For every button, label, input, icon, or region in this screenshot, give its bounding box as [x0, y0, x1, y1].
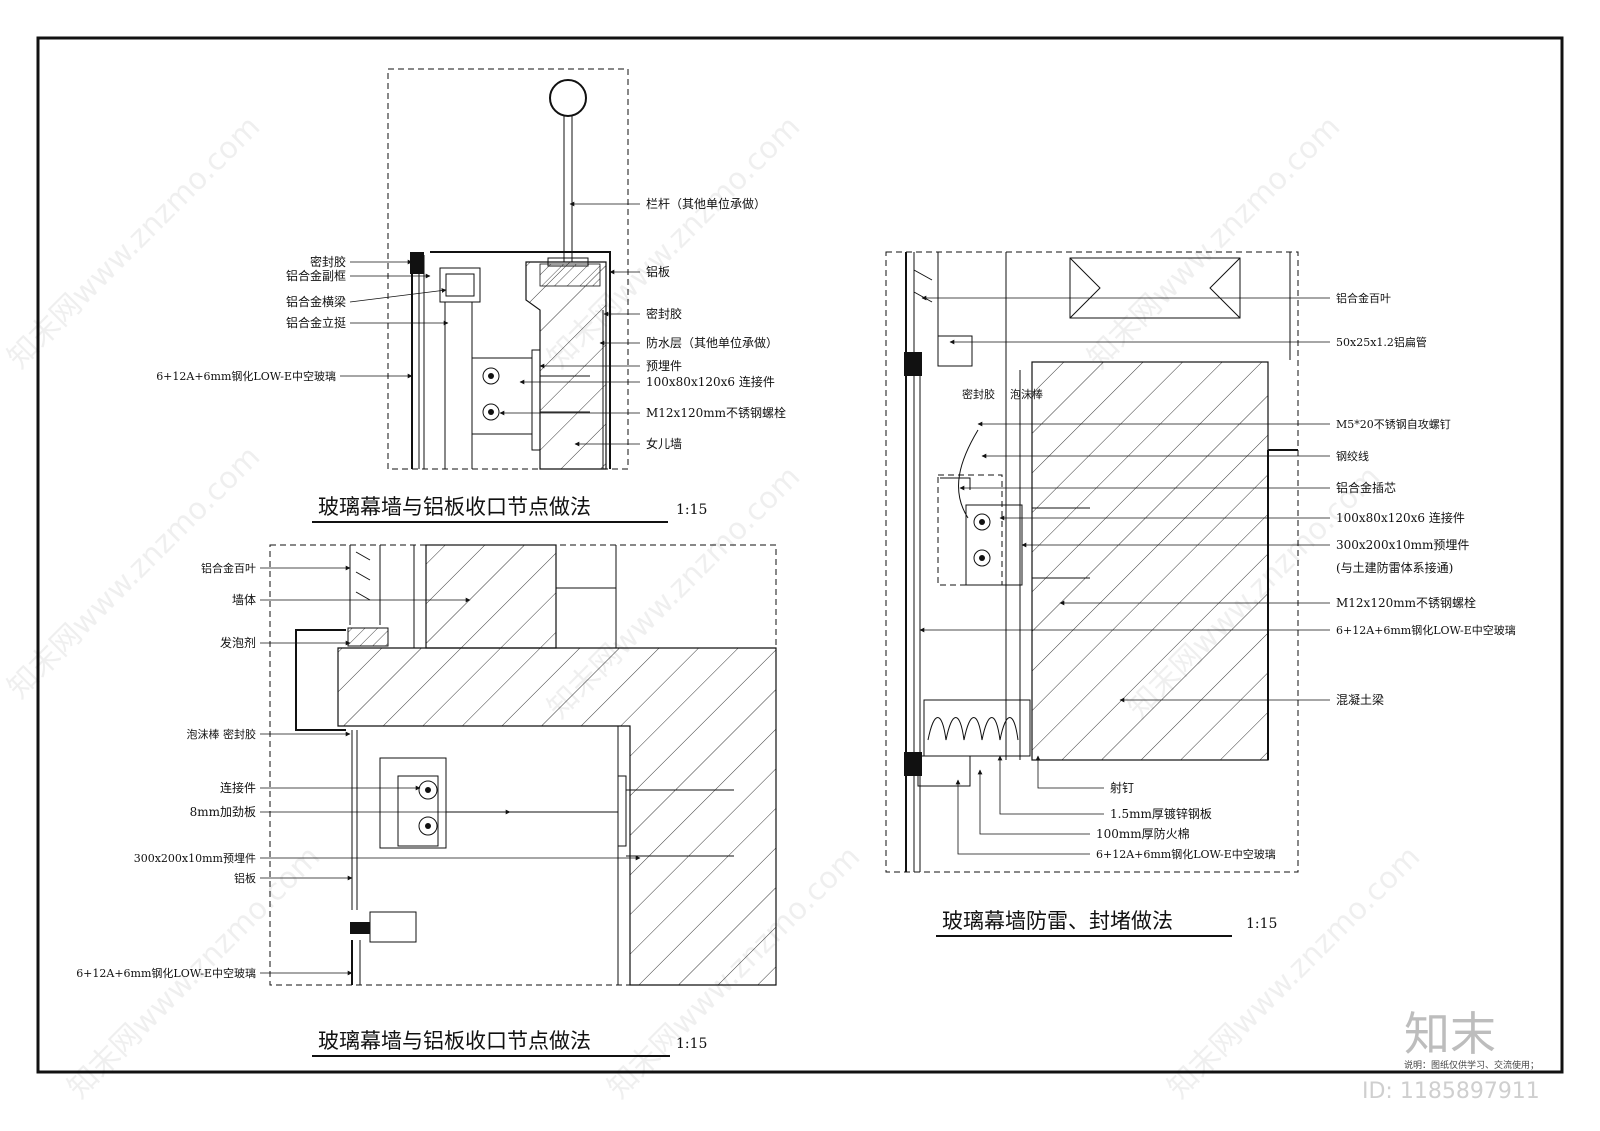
detail-a-label-connector: 100x80x120x6 连接件 — [646, 374, 775, 389]
detail-c-label-sealant: 密封胶 — [962, 387, 995, 401]
footer-note: 说明：图纸仅供学习、交流使用； — [1404, 1059, 1539, 1071]
detail-b-title: 玻璃幕墙与铝板收口节点做法 — [318, 1029, 591, 1053]
detail-c-label-glass-b: 6+12A+6mm钢化LOW-E中空玻璃 — [1096, 847, 1276, 861]
detail-a-label-waterproof: 防水层（其他单位承做） — [646, 335, 778, 350]
detail-c-label-insert: 铝合金插芯 — [1336, 480, 1396, 495]
detail-c-label-flat-tube: 50x25x1.2铝扁管 — [1336, 335, 1427, 349]
detail-c-title: 玻璃幕墙防雷、封堵做法 — [942, 909, 1173, 933]
detail-b-scale: 1:15 — [676, 1036, 707, 1052]
detail-a-label-transom: 铝合金横梁 — [286, 294, 346, 309]
id-label: ID: 1185897911 — [1362, 1079, 1540, 1104]
detail-c-label-lightning: (与土建防雷体系接通) — [1336, 560, 1453, 575]
detail-a-drawing — [340, 68, 640, 470]
detail-a-label-bolt: M12x120mm不锈钢螺栓 — [646, 405, 786, 420]
brand-logo: 知末 — [1404, 1007, 1496, 1061]
detail-a-title: 玻璃幕墙与铝板收口节点做法 — [318, 495, 591, 519]
detail-c-label-embed: 300x200x10mm预埋件 — [1336, 538, 1469, 552]
detail-c-label-fire-wool: 100mm厚防火棉 — [1096, 826, 1190, 841]
detail-b-label-stiffener: 8mm加劲板 — [190, 805, 256, 819]
detail-c-label-nail: 射钉 — [1110, 780, 1134, 795]
detail-a-label-railing: 栏杆（其他单位承做） — [646, 196, 766, 211]
detail-b-label-foam-rod: 泡沫棒 密封胶 — [187, 727, 257, 741]
detail-b-drawing — [260, 544, 777, 986]
detail-c-label-connector: 100x80x120x6 连接件 — [1336, 510, 1465, 525]
detail-c-label-screw: M5*20不锈钢自攻螺钉 — [1336, 417, 1451, 431]
detail-c-label-bolt: M12x120mm不锈钢螺栓 — [1336, 595, 1476, 610]
detail-c-label-strand: 钢绞线 — [1336, 449, 1369, 463]
detail-b-label-glass: 6+12A+6mm钢化LOW-E中空玻璃 — [76, 966, 256, 980]
detail-c-label-foam-rod: 泡沫棒 — [1010, 387, 1043, 401]
detail-c-label-glass: 6+12A+6mm钢化LOW-E中空玻璃 — [1336, 623, 1516, 637]
detail-a-label-glass: 6+12A+6mm钢化LOW-E中空玻璃 — [156, 369, 336, 383]
detail-b-label-foam: 发泡剂 — [220, 635, 256, 650]
detail-b-label-louvre: 铝合金百叶 — [201, 561, 256, 575]
detail-c-label-louvre: 铝合金百叶 — [1336, 291, 1391, 305]
detail-b-label-embed: 300x200x10mm预埋件 — [134, 852, 256, 865]
detail-c-drawing — [885, 251, 1330, 873]
detail-a-label-sealant-r: 密封胶 — [646, 306, 682, 321]
detail-a-label-subframe: 铝合金副框 — [286, 268, 346, 283]
detail-a-label-parapet: 女儿墙 — [646, 436, 682, 451]
detail-b-label-alu-panel: 铝板 — [234, 871, 256, 885]
detail-a-label-mullion: 铝合金立挺 — [286, 315, 346, 330]
detail-a-label-sealant: 密封胶 — [310, 254, 346, 269]
detail-c-label-steel-plate: 1.5mm厚镀锌钢板 — [1110, 807, 1212, 821]
watermark-1: 知末网www.znzmo.com — [1, 109, 267, 375]
detail-a-scale: 1:15 — [676, 502, 707, 518]
watermark-9: 知末网www.znzmo.com — [1161, 839, 1427, 1105]
detail-c-scale: 1:15 — [1246, 916, 1277, 932]
watermark-3: 知末网www.znzmo.com — [1081, 109, 1347, 375]
detail-b-label-connector: 连接件 — [220, 780, 256, 795]
sheet-border — [36, 36, 1564, 1074]
detail-c-label-beam: 混凝土梁 — [1336, 692, 1384, 707]
detail-b-label-wall: 墙体 — [232, 593, 256, 607]
detail-a-label-embed: 预埋件 — [646, 359, 682, 373]
detail-a-label-alu-panel: 铝板 — [646, 264, 670, 279]
